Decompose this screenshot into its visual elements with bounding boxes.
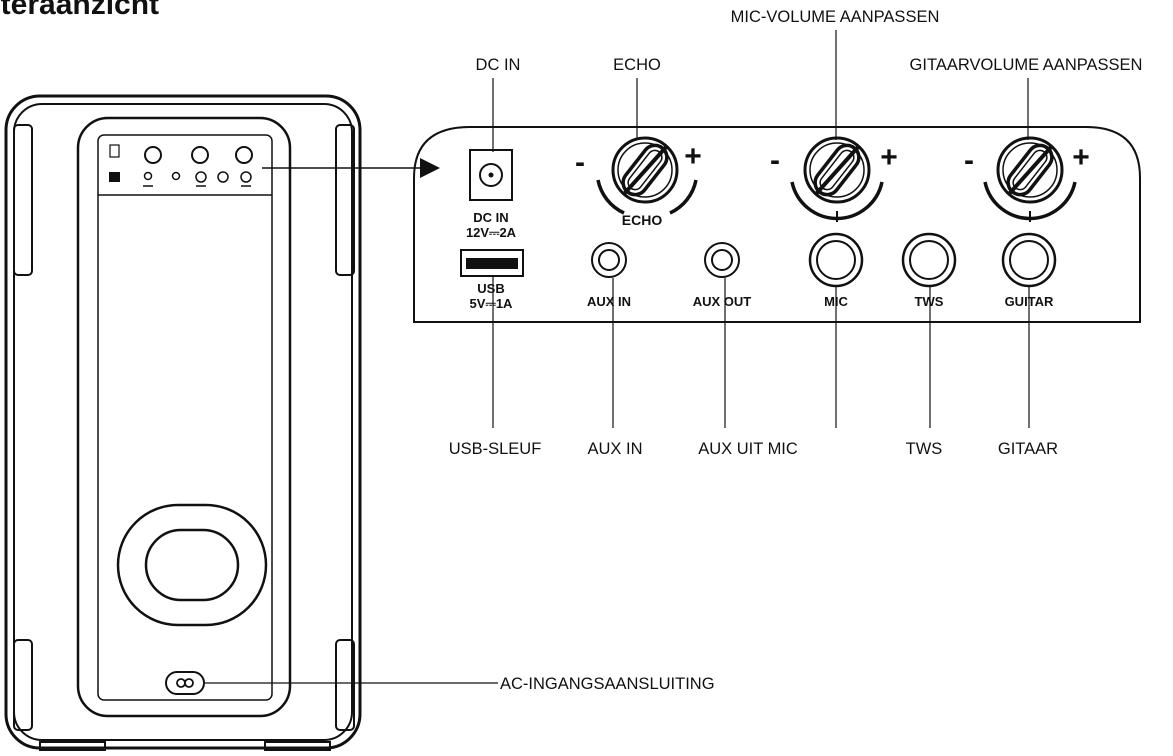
- foot-right: [264, 741, 331, 751]
- speaker-outline: [4, 94, 362, 750]
- speaker-recess: [76, 116, 292, 718]
- mini-jack-guitar: [240, 171, 252, 183]
- left-lower-bumper: [13, 639, 33, 731]
- aux-in-panel-label: AUX IN: [587, 294, 631, 309]
- guitar-minus-sign: -: [964, 144, 974, 177]
- echo-plus-sign: +: [684, 140, 702, 173]
- mini-jack-mic: [195, 171, 207, 183]
- echo-minus-sign: -: [575, 146, 585, 179]
- panel-outline: [413, 126, 1141, 323]
- diagram-title: Interaanzicht: [0, 0, 159, 21]
- mini-jack-aux-out: [171, 171, 181, 181]
- usb-port-outer: [460, 249, 524, 277]
- mini-jack-tws: [217, 171, 229, 183]
- mic-minus-sign: -: [770, 144, 780, 177]
- dc-in-callout: DC IN: [476, 56, 521, 74]
- dc-in-panel-label: DC IN: [473, 210, 508, 225]
- speaker-inner-outline: [13, 103, 353, 741]
- aux-in-jack: [591, 242, 627, 278]
- knob-icon: [996, 136, 1064, 204]
- echo-callout: ECHO: [613, 56, 661, 74]
- foot-left: [39, 741, 106, 751]
- speaker-front-plate: [97, 134, 273, 701]
- speaker-unit: [4, 94, 362, 751]
- aux-out-mic-callout: AUX UIT MIC: [698, 440, 798, 458]
- echo-knob-label: ECHO: [622, 212, 663, 228]
- ac-input-callout: AC-INGANGSAANSLUITING: [500, 675, 715, 693]
- usb-rating-label: 5V⎓1A: [470, 296, 514, 311]
- mic-volume-knob: - +: [770, 136, 898, 222]
- usb-panel-label: USB: [477, 281, 504, 296]
- aux-in-callout: AUX IN: [587, 440, 642, 458]
- dc-in-jack: [469, 149, 513, 201]
- control-panel: DC IN 12V⎓2A USB 5V⎓1A - + ECHO - +: [413, 126, 1141, 323]
- tws-callout: TWS: [906, 440, 943, 458]
- mini-knob-echo: [144, 146, 162, 164]
- handle-grip-outer: [116, 503, 268, 627]
- dc-in-rating-label: 12V⎓2A: [466, 225, 517, 240]
- ac-socket-icon: [165, 671, 205, 695]
- mini-jack-aux-in: [143, 171, 153, 181]
- aux-out-jack: [704, 242, 740, 278]
- mini-knob-guitar: [235, 146, 253, 164]
- mic-volume-callout: MIC-VOLUME AANPASSEN: [731, 8, 940, 26]
- knob-icon: [803, 136, 871, 204]
- mini-usb-port: [109, 172, 120, 182]
- echo-knob: - + ECHO: [575, 136, 702, 228]
- handle-grip-inner: [144, 528, 240, 602]
- left-upper-bumper: [13, 124, 33, 276]
- aux-out-panel-label: AUX OUT: [693, 294, 752, 309]
- guitar-volume-callout: GITAARVOLUME AANPASSEN: [910, 56, 1143, 74]
- mini-knob-mic: [191, 146, 209, 164]
- knob-icon: [611, 136, 679, 204]
- leader-lines: [205, 30, 1030, 684]
- usb-slot-callout: USB-SLEUF: [449, 440, 542, 458]
- arrow-right-icon: [420, 158, 440, 178]
- dc-in-port: [469, 149, 513, 201]
- tws-button: [901, 232, 957, 288]
- guitar-plus-sign: +: [1072, 141, 1090, 174]
- right-upper-bumper: [335, 124, 355, 276]
- guitar-jack: [1001, 232, 1057, 288]
- usb-port-slot: [466, 258, 518, 269]
- mini-dc-port: [109, 144, 120, 158]
- tws-panel-label: TWS: [915, 294, 944, 309]
- mic-plus-sign: +: [880, 141, 898, 174]
- guitar-volume-knob: - +: [964, 136, 1090, 222]
- right-lower-bumper: [335, 639, 355, 731]
- usb-port: [460, 249, 524, 277]
- mini-control-strip: [109, 144, 253, 187]
- guitar-callout: GITAAR: [998, 440, 1058, 458]
- mic-jack: [808, 232, 864, 288]
